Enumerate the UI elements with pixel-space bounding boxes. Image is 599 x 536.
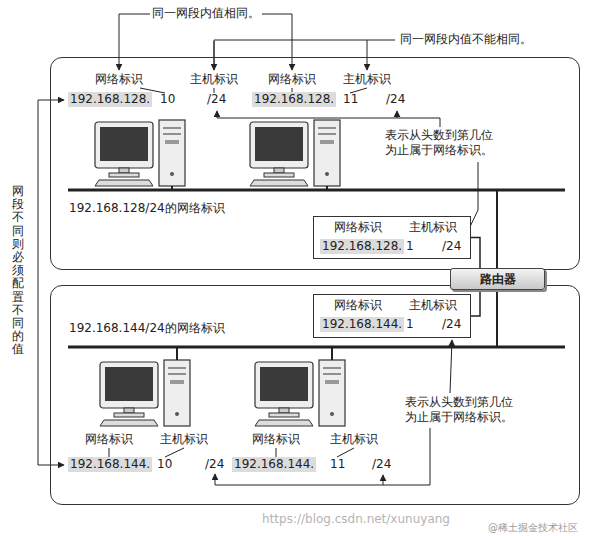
annotation: 同一网段内值不能相同。 (398, 32, 534, 47)
computers (95, 120, 345, 426)
address-value: 192.168.128. (252, 92, 336, 107)
link-line (471, 290, 480, 316)
address-value: 192.168.128. (68, 92, 152, 107)
prefix-length: /24 (372, 457, 391, 472)
node-text: 网络标识 (334, 298, 382, 313)
host-value: 11 (330, 457, 345, 472)
prefix-length: /24 (205, 457, 224, 472)
prefix-length: /24 (386, 92, 405, 107)
address-value: 192.168.144. (68, 457, 152, 472)
note-text: 表示从头数到第几位为止属于网络标识。 (405, 395, 517, 425)
node-text: 网络标识 (334, 220, 382, 235)
field-label: 主机标识 (343, 72, 391, 87)
field-label: 网络标识 (252, 432, 300, 447)
interface-box: 网络标识 主机标识 192.168.128.1/24 (313, 216, 471, 259)
node-text: 主机标识 (409, 220, 457, 235)
field-label: 网络标识 (268, 72, 316, 87)
interface-box: 网络标识 主机标识 192.168.144.1/24 (313, 294, 471, 338)
node-text: 1 (406, 317, 414, 332)
node-text: 192.168.128. (320, 239, 404, 254)
network-wires (68, 186, 565, 360)
node-text: /24 (442, 317, 461, 332)
host-value: 11 (343, 92, 358, 107)
network-panel: 192.168.128/24的网络标识网络标识主机标识192.168.128.1… (50, 57, 580, 270)
field-label: 主机标识 (190, 72, 238, 87)
address-value: 192.168.144. (232, 457, 316, 472)
field-label: 网络标识 (95, 72, 143, 87)
note-text: 表示从头数到第几位为止属于网络标识。 (385, 128, 497, 158)
host-value: 10 (160, 92, 175, 107)
watermark: https://blog.csdn.net/xunuyang (262, 512, 450, 527)
node-text: 主机标识 (409, 298, 457, 313)
watermark: @稀土掘金技术社区 (488, 520, 578, 535)
prefix-length: /24 (207, 92, 226, 107)
node-text: 路由器 (480, 272, 516, 287)
annotation: 网段不同则必须配置不同的值 (12, 185, 24, 356)
field-label: 网络标识 (85, 432, 133, 447)
router-box: 路由器 (450, 268, 545, 290)
link-line (471, 238, 480, 269)
annotation: 同一网段内值相同。 (150, 6, 262, 21)
node-text: /24 (442, 239, 461, 254)
node-text: 192.168.144. (320, 317, 404, 332)
host-value: 10 (157, 457, 172, 472)
field-label: 主机标识 (160, 432, 208, 447)
node-text: 1 (406, 239, 414, 254)
node-text: 192.168.128/24的网络标识 (69, 201, 225, 216)
node-text: 192.168.144/24的网络标识 (69, 321, 225, 336)
field-label: 主机标识 (330, 432, 378, 447)
